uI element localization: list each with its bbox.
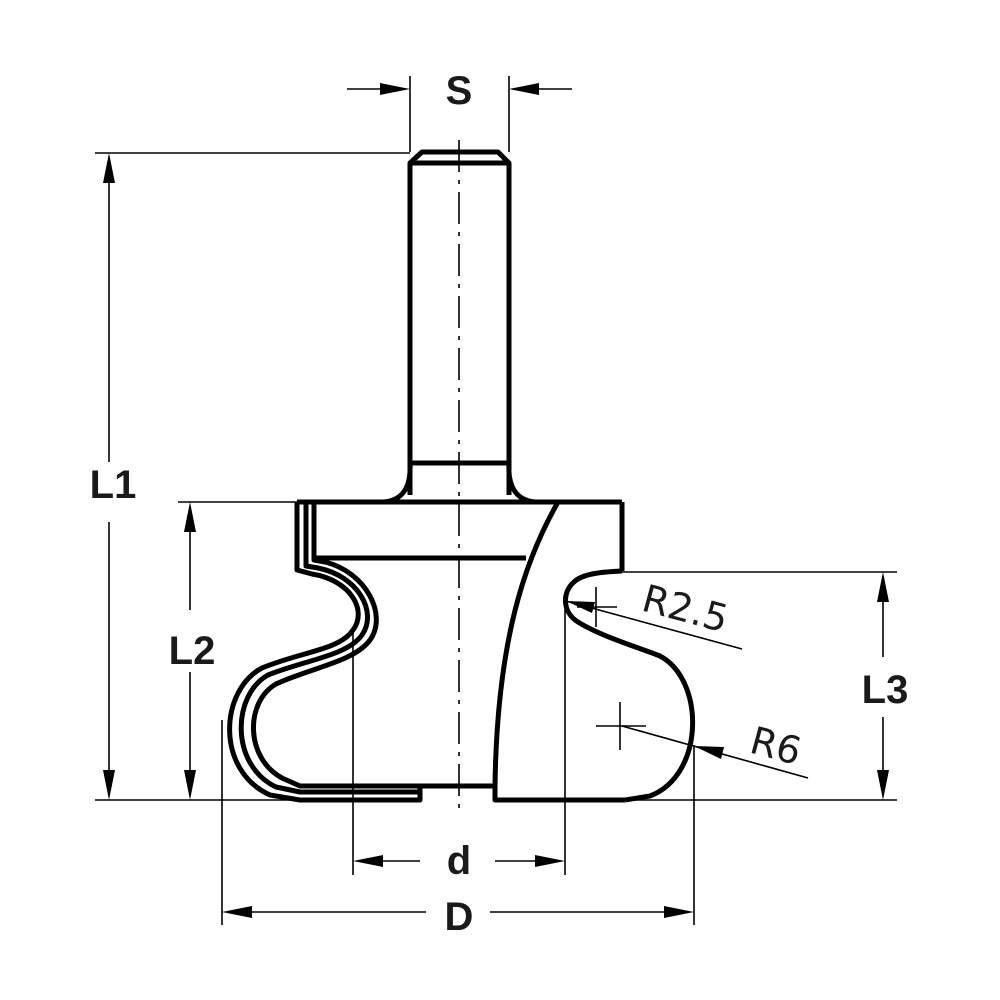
- s-arrow-right-icon: [509, 83, 539, 95]
- D-arrow-right-icon: [664, 906, 694, 918]
- router-bit-body: [227, 149, 696, 803]
- dimension-d-inner: d: [352, 600, 566, 883]
- dimension-l1: L1: [90, 152, 410, 801]
- r2-5-arrow-icon: [566, 601, 595, 613]
- dimension-label-s: S: [446, 69, 473, 113]
- dimension-label-l1: L1: [90, 463, 137, 507]
- dimension-d-outer: D: [221, 720, 695, 939]
- shank-outline: [407, 149, 512, 495]
- right-profile: [563, 568, 696, 803]
- d-arrow-left-icon: [353, 855, 383, 867]
- left-profile-middle: [238, 502, 420, 795]
- neck-fillet-left: [382, 462, 413, 505]
- dimension-label-d: d: [447, 839, 471, 883]
- dimension-l3: L3: [622, 571, 909, 801]
- dimension-l2: L2: [169, 501, 297, 800]
- dimension-label-l3: L3: [862, 668, 909, 712]
- dimension-label-D: D: [445, 895, 474, 939]
- radius-r6: R6: [596, 702, 809, 779]
- s-arrow-left-icon: [380, 83, 410, 95]
- left-profile-inner: [251, 502, 495, 789]
- D-arrow-left-icon: [222, 906, 252, 918]
- r2-5-leader: [565, 600, 743, 650]
- l1-arrow-bottom-icon: [103, 770, 115, 800]
- dimension-label-l2: L2: [169, 629, 216, 673]
- left-profile-outer: [227, 502, 423, 803]
- l3-arrow-bottom-icon: [877, 770, 889, 800]
- l2-arrow-top-icon: [184, 502, 196, 532]
- radius-r2-5: R2.5: [565, 576, 743, 650]
- d-arrow-right-icon: [535, 855, 565, 867]
- l3-arrow-top-icon: [877, 572, 889, 602]
- neck-fillet-right: [506, 462, 537, 505]
- radius-label-r2-5: R2.5: [638, 576, 733, 641]
- l1-arrow-top-icon: [103, 153, 115, 183]
- l2-arrow-bottom-icon: [184, 770, 196, 800]
- r6-arrow-icon: [694, 746, 724, 759]
- dimension-s: S: [347, 69, 572, 152]
- radius-label-r6: R6: [746, 718, 806, 774]
- right-cutter-sweep: [492, 500, 625, 803]
